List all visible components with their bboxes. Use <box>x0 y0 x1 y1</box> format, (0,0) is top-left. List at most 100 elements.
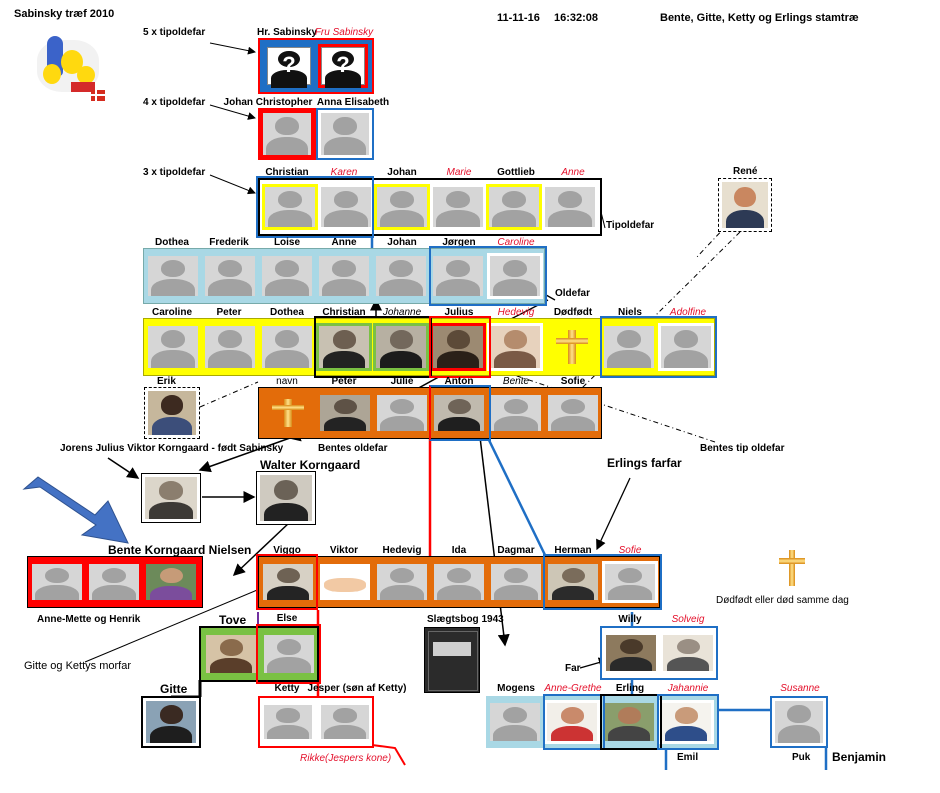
portrait-julius[interactable] <box>430 323 486 371</box>
genm1-highlight-red <box>256 554 318 610</box>
portrait-jesper[interactable] <box>318 702 372 742</box>
portrait-marie[interactable] <box>430 184 486 230</box>
gen2-highlight-blue <box>429 246 547 306</box>
portrait-mogens[interactable] <box>487 700 543 744</box>
portrait-hr-sabinsky[interactable]: ? <box>264 44 314 88</box>
name-viktor: Viktor <box>329 545 359 556</box>
danish-flag-icon <box>91 90 105 101</box>
name-peter-g1: Peter <box>216 307 242 318</box>
portrait-bente[interactable] <box>143 561 199 603</box>
portrait-anton[interactable] <box>431 392 487 434</box>
label-walter: Walter Korngaard <box>260 458 361 472</box>
header-date: 11-11-16 <box>497 12 540 24</box>
label-rikke: Rikke(Jespers kone) <box>300 753 392 764</box>
portrait-henrik[interactable] <box>86 561 142 603</box>
portrait-dothea-g1[interactable] <box>259 323 315 371</box>
name-viggo: Viggo <box>273 545 301 556</box>
name-mogens: Mogens <box>497 683 535 694</box>
tove-else-highlight <box>256 624 321 684</box>
portrait-julie[interactable] <box>374 392 430 434</box>
portrait-susanne[interactable] <box>770 696 828 748</box>
portrait-dagmar[interactable] <box>488 561 544 603</box>
label-benjamin: Benjamin <box>832 750 887 764</box>
portrait-dothea-g2[interactable] <box>145 253 201 299</box>
portrait-adolfine[interactable] <box>658 323 714 371</box>
name-anna-elisabeth: Anna Elisabeth <box>316 97 390 108</box>
book-icon[interactable] <box>424 627 480 693</box>
portrait-erik[interactable] <box>144 387 200 439</box>
portrait-christian-g3[interactable] <box>262 184 318 230</box>
name-dothea-g1: Dothea <box>270 307 304 318</box>
portrait-gottlieb[interactable] <box>486 184 542 230</box>
tove-else-row <box>199 626 319 682</box>
label-gitte: Gitte <box>160 682 188 696</box>
name-bente-g0: Bente <box>502 376 530 387</box>
name-johan-christopher: Johan Christopher <box>223 97 313 108</box>
portrait-johan-g2[interactable] <box>373 253 429 299</box>
name-julius: Julius <box>444 307 474 318</box>
portrait-sofie-m1[interactable] <box>602 561 658 603</box>
name-anne-g3: Anne <box>561 167 585 178</box>
portrait-tove[interactable] <box>203 632 259 676</box>
portrait-gitte[interactable] <box>141 696 201 748</box>
portrait-anne-g3[interactable] <box>542 184 598 230</box>
name-marie: Marie <box>446 167 472 178</box>
label-far: Far <box>565 663 581 674</box>
name-susanne: Susanne <box>780 683 820 694</box>
portrait-else[interactable] <box>261 632 317 676</box>
portrait-peter-g0[interactable] <box>317 392 373 434</box>
name-gottlieb: Gottlieb <box>497 167 535 178</box>
portrait-herman[interactable] <box>545 561 601 603</box>
name-willy: Willy <box>618 614 642 625</box>
portrait-fru-sabinsky[interactable]: ? <box>318 44 368 88</box>
portrait-erling[interactable] <box>601 700 657 744</box>
portrait-ida[interactable] <box>431 561 487 603</box>
name-solveig: Solveig <box>671 614 705 625</box>
portrait-rene[interactable] <box>718 178 772 232</box>
bente-family-row <box>27 556 203 608</box>
gen3-row <box>258 178 602 236</box>
name-hedevig-g1: Hedevig <box>497 307 535 318</box>
portrait-bente-g0[interactable] <box>488 392 544 434</box>
portrait-viggo[interactable] <box>260 561 316 603</box>
portrait-anne-g2[interactable] <box>316 253 372 299</box>
gen0-highlight <box>429 385 491 441</box>
portrait-hedevig-g1[interactable] <box>487 323 543 371</box>
name-sofie-g0: Sofie <box>560 376 586 387</box>
portrait-johan-christopher[interactable] <box>258 108 316 160</box>
portrait-caroline-g1[interactable] <box>145 323 201 371</box>
portrait-jahannie[interactable] <box>658 700 714 744</box>
name-julie: Julie <box>390 376 414 387</box>
label-slaegtsbog: Slægtsbog 1943 <box>427 614 504 625</box>
portrait-hedevig-m1[interactable] <box>374 561 430 603</box>
portrait-johanne[interactable] <box>373 323 429 371</box>
name-anne-g2: Anne <box>331 237 357 248</box>
portrait-anna-elisabeth[interactable] <box>316 108 374 160</box>
portrait-karen[interactable] <box>318 184 374 230</box>
portrait-christian-g1[interactable] <box>316 323 372 371</box>
portrait-jorens[interactable] <box>141 473 201 523</box>
name-frederik: Frederik <box>209 237 249 248</box>
portrait-frederik[interactable] <box>202 253 258 299</box>
golden-cross-icon <box>544 323 600 371</box>
label-gen3: 3 x tipoldefar <box>143 167 206 178</box>
portrait-willy[interactable] <box>603 632 659 674</box>
portrait-loise[interactable] <box>259 253 315 299</box>
portrait-jorgen[interactable] <box>430 253 486 299</box>
portrait-niels[interactable] <box>601 323 657 371</box>
name-hedevig-m1: Hedevig <box>382 545 422 556</box>
portrait-solveig[interactable] <box>660 632 716 674</box>
simpsons-family-logo <box>35 30 105 101</box>
portrait-anne-grethe[interactable] <box>544 700 600 744</box>
portrait-ketty[interactable] <box>261 702 315 742</box>
willy-row <box>600 626 718 680</box>
portrait-sofie-g0[interactable] <box>545 392 601 434</box>
name-dothea-g2: Dothea <box>155 237 189 248</box>
portrait-caroline-g2[interactable] <box>487 253 543 299</box>
portrait-anne-mette[interactable] <box>29 561 85 603</box>
portrait-walter[interactable] <box>256 471 316 525</box>
header-left: Sabinsky træf 2010 <box>14 8 115 20</box>
portrait-viktor[interactable] <box>317 561 373 603</box>
portrait-johan-g3[interactable] <box>374 184 430 230</box>
portrait-peter-g1[interactable] <box>202 323 258 371</box>
